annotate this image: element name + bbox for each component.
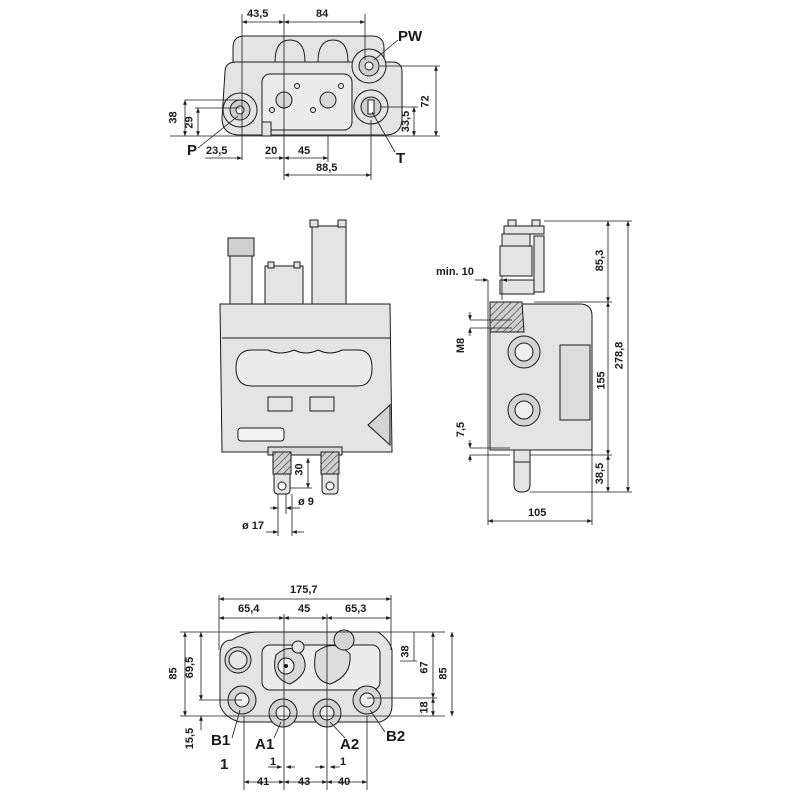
- dim-bottom-175-7: 175,7: [290, 584, 318, 596]
- port-label-p: P: [187, 142, 198, 159]
- dim-front-dia-17: ø 17: [242, 520, 265, 532]
- dim-top-38: 38: [167, 111, 180, 124]
- note-1: 1: [220, 756, 229, 773]
- bottom-view: [219, 629, 393, 728]
- dim-top-45: 45: [298, 145, 311, 157]
- dim-side-min-10: min. 10: [436, 266, 474, 278]
- dim-top-29: 29: [183, 116, 196, 129]
- port-label-a2: A2: [340, 736, 360, 753]
- dim-bottom-85-right: 85: [437, 667, 450, 680]
- side-view-dims: [468, 220, 632, 525]
- dim-top-84: 84: [316, 8, 329, 20]
- port-label-a1: A1: [255, 736, 275, 753]
- port-label-pw: PW: [398, 28, 423, 45]
- port-label-t: T: [396, 150, 406, 167]
- port-label-b1: B1: [211, 732, 231, 749]
- dim-top-33-5: 33,5: [400, 110, 413, 133]
- dim-bottom-43: 43: [298, 776, 311, 788]
- dim-side-m8: M8: [455, 337, 468, 354]
- dim-bottom-65-3: 65,3: [345, 603, 367, 615]
- dim-side-105: 105: [528, 507, 547, 519]
- dim-front-dia-9: ø 9: [298, 496, 314, 508]
- top-view: [221, 35, 403, 137]
- front-view: [219, 219, 393, 495]
- dim-side-85-3: 85,3: [594, 249, 607, 272]
- dim-bottom-offset-1-right: 1: [340, 756, 347, 768]
- dim-side-38-5: 38,5: [594, 462, 607, 485]
- dim-top-20: 20: [265, 145, 278, 157]
- dim-bottom-45: 45: [298, 603, 311, 615]
- dim-bottom-offset-1-left: 1: [270, 756, 277, 768]
- dim-bottom-41: 41: [257, 776, 270, 788]
- port-label-b2: B2: [386, 728, 406, 745]
- dim-bottom-65-4: 65,4: [238, 603, 260, 615]
- dim-bottom-18: 18: [418, 701, 431, 714]
- dim-front-30: 30: [293, 463, 306, 476]
- dim-top-23-5: 23,5: [206, 145, 228, 157]
- dim-top-72: 72: [419, 95, 432, 108]
- dim-bottom-67: 67: [418, 661, 431, 674]
- dim-bottom-40: 40: [338, 776, 351, 788]
- dim-top-43-5: 43,5: [247, 8, 269, 20]
- dim-side-7-5: 7,5: [455, 421, 468, 438]
- dim-top-88-5: 88,5: [316, 162, 338, 174]
- dim-side-278-8: 278,8: [613, 341, 626, 370]
- top-view-dims: [170, 14, 440, 180]
- dim-side-155: 155: [595, 371, 608, 390]
- front-view-dims: [266, 458, 312, 536]
- dim-bottom-85-left: 85: [167, 667, 180, 680]
- side-view: [489, 219, 593, 493]
- dim-bottom-69-5: 69,5: [184, 656, 197, 679]
- bottom-view-dims: [180, 595, 454, 790]
- dim-bottom-15-5: 15,5: [184, 727, 197, 750]
- dim-bottom-38: 38: [399, 645, 412, 658]
